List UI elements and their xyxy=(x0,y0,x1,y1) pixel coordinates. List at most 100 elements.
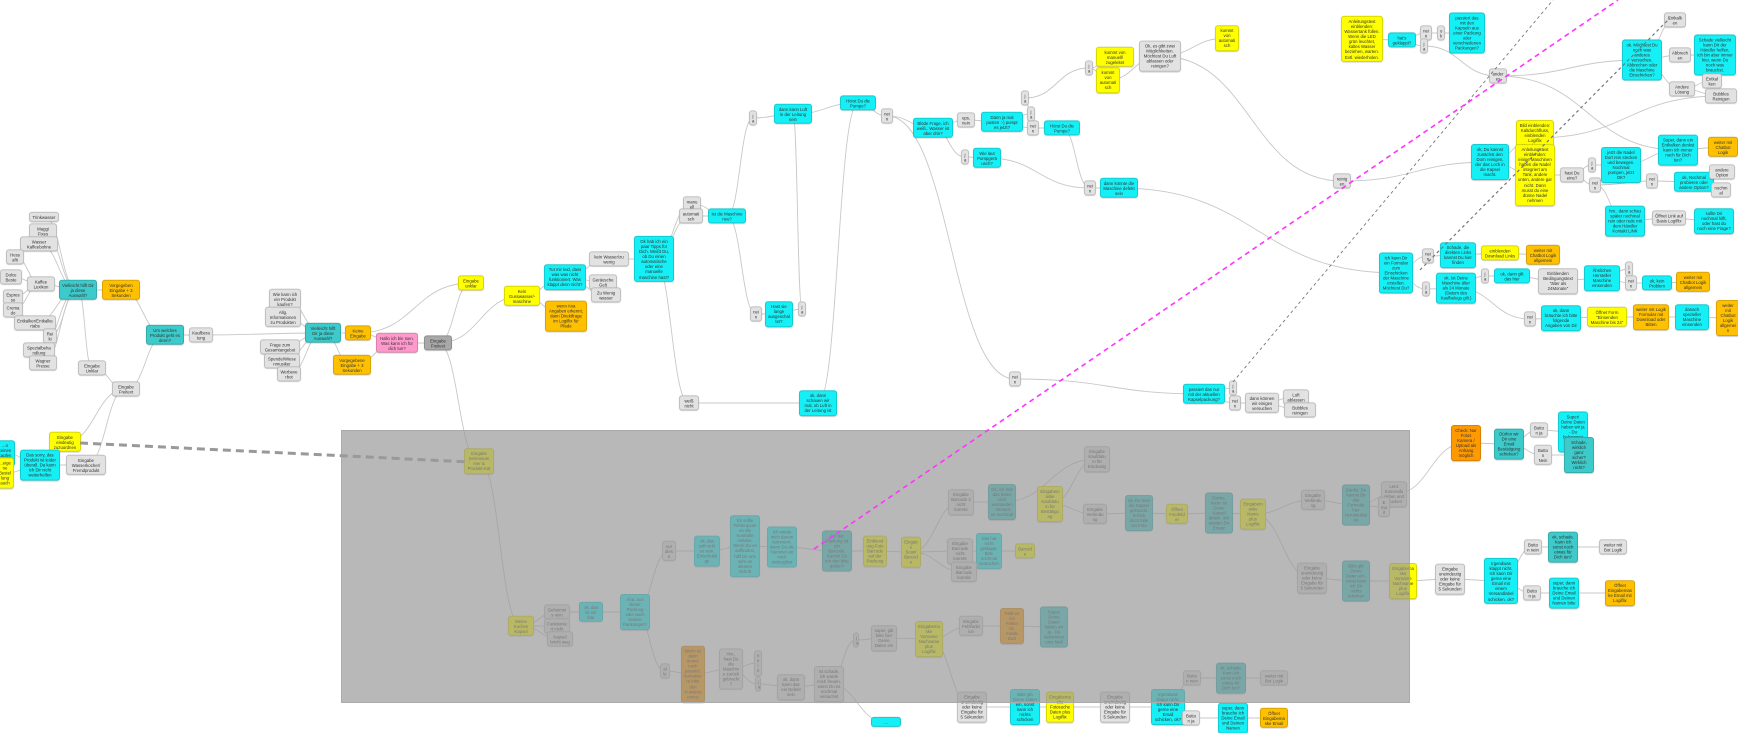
mindmap-node[interactable]: weiter mit Bot Logik xyxy=(1599,539,1627,555)
mindmap-node[interactable]: Entkalken xyxy=(1702,73,1722,89)
mindmap-node[interactable]: Kaffee Lexikon xyxy=(27,276,55,292)
mindmap-node[interactable]: Spende/Wiesenmusiker xyxy=(264,353,300,369)
mindmap-node[interactable]: Dolce Beste xyxy=(0,269,22,285)
mindmap-node[interactable]: Öffnet Link auf Basis Logiflix xyxy=(1652,210,1686,226)
mindmap-node[interactable]: ... xyxy=(871,716,901,728)
mindmap-node[interactable]: Vorgegebene Eingabe + 3 Sekunden xyxy=(333,354,371,376)
mindmap-node[interactable]: ok, dann gilt das hier xyxy=(1494,268,1530,284)
mindmap-node[interactable]: Hessafit xyxy=(6,249,24,265)
mindmap-node[interactable]: weiter mit Chatbot Logik allgemein xyxy=(1716,300,1738,336)
mindmap-node[interactable]: Vorgegeben Eingabe + 3 Sekunden xyxy=(102,279,140,301)
mindmap-node[interactable]: wenn Ana Angaben erkennt, dann Direktfra… xyxy=(545,300,587,332)
mindmap-node[interactable]: Wagner Presse xyxy=(29,355,57,371)
mindmap-node[interactable]: nein xyxy=(1027,120,1039,136)
mindmap-node[interactable]: nochmal xyxy=(1711,182,1731,198)
mindmap-node[interactable]: Button ja xyxy=(1182,710,1200,726)
mindmap-node[interactable]: Ich kann Dir ein Formular zum Einschicke… xyxy=(1379,252,1413,294)
mindmap-node[interactable]: Button Nein xyxy=(1534,444,1552,466)
mindmap-node[interactable]: automatisch xyxy=(679,208,703,224)
mindmap-node[interactable]: Trinkwasser xyxy=(29,211,59,223)
mindmap-node[interactable]: Öffnet Form "Einsenden Maschine bis 24" xyxy=(1587,306,1627,328)
mindmap-node[interactable]: ups, nein xyxy=(957,112,975,128)
mindmap-node[interactable]: Eingabe Unklar xyxy=(78,360,106,376)
mindmap-node[interactable]: Wie laut Pumpgeräusch? xyxy=(973,147,1001,169)
mindmap-node[interactable]: Hörst Du die Pumpe? xyxy=(840,95,876,111)
mindmap-node[interactable]: Ist die Maschine neu? xyxy=(708,208,746,224)
mindmap-node[interactable]: Entkalken xyxy=(1664,12,1686,28)
mindmap-node[interactable]: nein xyxy=(1524,311,1536,327)
mindmap-node[interactable]: kommt von manuell/ zugeleitet xyxy=(1096,46,1134,68)
mindmap-node[interactable]: nein xyxy=(1625,275,1637,291)
mindmap-node[interactable]: Öffnet Eingabemaske Email mit Logiflix xyxy=(1605,580,1635,606)
mindmap-node[interactable]: Frage zum Gesamtangebot xyxy=(260,339,300,355)
mindmap-node[interactable]: ok, kein Problem xyxy=(1642,275,1672,291)
mindmap-node[interactable]: Button ja xyxy=(1523,585,1541,601)
mindmap-node[interactable]: Super, dann ein Entkalken denkst kann ic… xyxy=(1658,134,1698,166)
mindmap-node[interactable]: Espresso xyxy=(3,289,23,305)
mindmap-node[interactable]: Bubbles reinigen xyxy=(1284,402,1316,418)
mindmap-node[interactable]: Cremado xyxy=(3,302,23,318)
mindmap-node[interactable]: ok, Nochmal probieren oder andere Option… xyxy=(1674,171,1714,193)
mindmap-node[interactable]: Eingabe Freitext xyxy=(112,381,140,397)
mindmap-node[interactable]: ok. Ist Deine Maschine älter als 24 Mona… xyxy=(1436,272,1476,304)
mindmap-node[interactable]: reinigen xyxy=(1333,173,1351,189)
mindmap-node[interactable]: Anleitungstext einblenden: einige Maschi… xyxy=(1515,144,1555,206)
mindmap-node[interactable]: weiter mit Chatbot Logik allgemein xyxy=(1526,244,1560,266)
mindmap-node[interactable]: kommt von automatisch xyxy=(1215,25,1239,51)
mindmap-node[interactable]: ok. Möchtest Du noch was anderes versuch… xyxy=(1622,39,1662,81)
mindmap-node[interactable]: super, dann brauche ich Deine Email und … xyxy=(1549,577,1579,609)
mindmap-node[interactable]: Ok, es gibt zwei Möglichkeiten. Möchtest… xyxy=(1139,40,1181,72)
mindmap-node[interactable]: Öffnet Eingabemaske Email xyxy=(1260,707,1288,729)
mindmap-node[interactable]: nein xyxy=(881,108,893,124)
mindmap-node[interactable]: ja xyxy=(1420,38,1428,54)
mindmap-node[interactable]: danach spezieller Maschine einsenden xyxy=(1675,304,1709,330)
mindmap-node[interactable]: hm.. dann schau später nochmal rein oder… xyxy=(1605,205,1645,237)
mindmap-node[interactable]: Um welches Produkt geht es denn? xyxy=(146,324,184,346)
mindmap-node[interactable]: ja xyxy=(1021,90,1029,106)
mindmap-node[interactable]: ja xyxy=(1588,157,1596,173)
mindmap-node[interactable]: Allg. Informationen zu Produkten xyxy=(265,306,301,328)
mindmap-node[interactable]: Bubbles Reinigen xyxy=(1705,88,1737,104)
mindmap-node[interactable]: Hallo ich bin Ixen. Was kann ich für dic… xyxy=(376,332,418,354)
mindmap-node[interactable]: hast Du eine? xyxy=(1560,167,1584,183)
mindmap-node[interactable]: ja xyxy=(798,301,806,317)
mindmap-node[interactable]: Schade, wirklich ganz sicher? Wirklich n… xyxy=(1564,437,1594,473)
mindmap-node[interactable]: Blöde Frage, ich weiß.. Wasser ist aber … xyxy=(913,117,953,139)
mindmap-node[interactable]: Vielleicht hilft Dir ja diese Auswahl? xyxy=(305,322,341,344)
mindmap-node[interactable]: Wie kann ich ein Produkt kaufen? xyxy=(269,288,301,310)
mindmap-node[interactable]: ja xyxy=(749,110,757,126)
mindmap-node[interactable]: ja xyxy=(1229,380,1237,396)
mindmap-node[interactable]: Dürfen wir Dir eine Email Bestätigung sc… xyxy=(1494,428,1524,460)
mindmap-node[interactable]: nein xyxy=(1589,177,1601,193)
mindmap-node[interactable]: dann könnte die Maschine defekt sein xyxy=(1100,177,1138,199)
mindmap-node[interactable]: Eingabe eindeutig zuzuordnen xyxy=(49,431,81,453)
mindmap-node[interactable]: Ok hab ich ein paar Tipps für Dich. Weiß… xyxy=(634,235,674,283)
mindmap-node[interactable]: super, dann brauche ich Deine Email und … xyxy=(1218,702,1248,733)
mindmap-node[interactable]: weiß nicht xyxy=(679,395,699,411)
mindmap-node[interactable]: dann können wir einiges versuchen xyxy=(1245,392,1279,414)
mindmap-node[interactable]: ...eigene Bestellung auch xyxy=(0,457,14,489)
selection-region[interactable] xyxy=(341,430,1410,703)
mindmap-node[interactable]: Kaufberatung xyxy=(189,327,213,343)
mindmap-node[interactable]: Entkalker/Entkalkertabs xyxy=(14,315,56,331)
mindmap-node[interactable]: Vielleicht hilft Dir ja diese Auswahl? xyxy=(59,279,97,301)
mindmap-node[interactable]: ja xyxy=(1422,281,1430,297)
mindmap-node[interactable]: Hast sie lange ausgeschaltet? xyxy=(765,301,793,327)
mindmap-node[interactable]: nein xyxy=(1229,395,1241,411)
mindmap-node[interactable]: kommt von automatisch xyxy=(1096,67,1120,93)
mindmap-node[interactable]: manuell xyxy=(683,196,701,212)
mindmap-node[interactable]: Kein Gusswasser/-maschine xyxy=(504,285,540,307)
mindmap-node[interactable]: ok xyxy=(1437,25,1445,41)
mindmap-node[interactable]: kein Wasser/zu wenig xyxy=(589,251,629,267)
mindmap-node[interactable]: nein xyxy=(1646,173,1658,189)
mindmap-node[interactable]: nein xyxy=(1422,248,1434,264)
mindmap-node[interactable]: passiert das nur mit der aktuellen Kapse… xyxy=(1183,383,1225,405)
mindmap-node[interactable]: andere Option xyxy=(1709,164,1735,180)
mindmap-node[interactable]: Eingabe Freitext xyxy=(424,335,452,351)
mindmap-node[interactable]: Dann ja mal pusten :-) pumpt es jetzt? xyxy=(981,111,1023,133)
mindmap-node[interactable]: nein xyxy=(750,306,762,322)
mindmap-node[interactable]: jetzt die Nadel Dort rein stecken und be… xyxy=(1601,147,1641,183)
mindmap-node[interactable]: weiter mit Logik Formular mit Download o… xyxy=(1633,304,1669,330)
mindmap-node[interactable]: Einblenden Bedingungstext "älter als 24M… xyxy=(1538,268,1578,294)
